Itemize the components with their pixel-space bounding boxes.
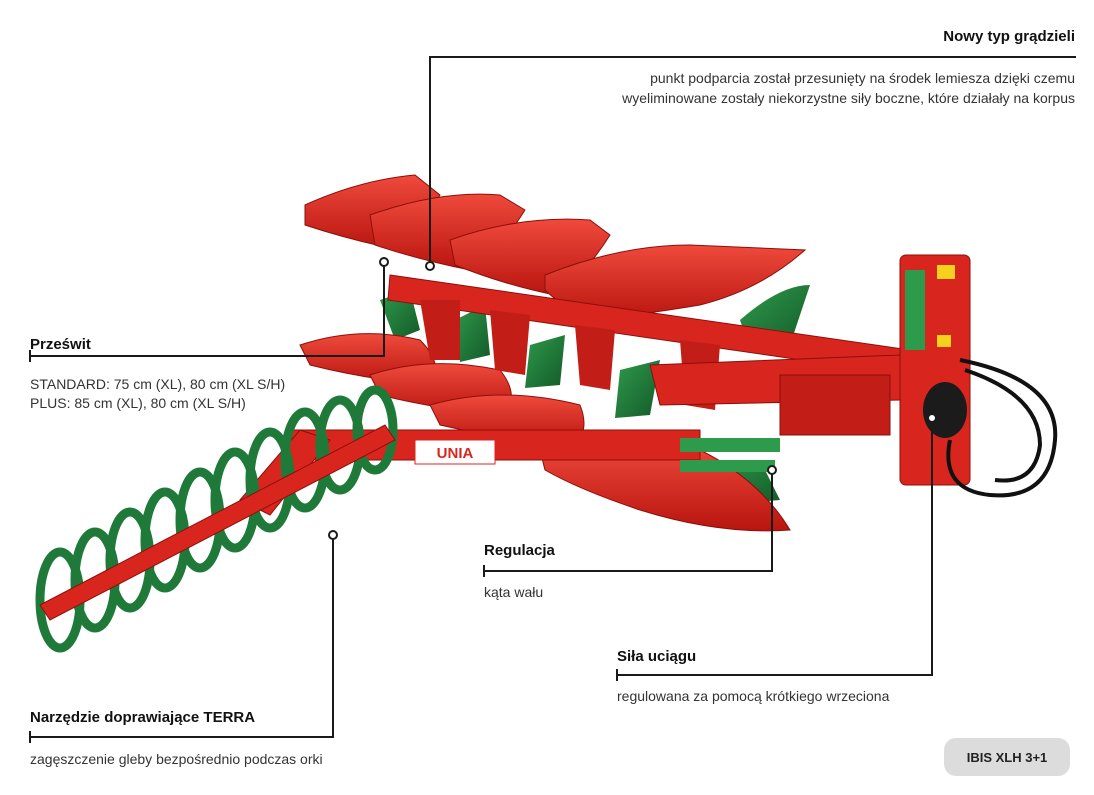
frame	[387, 274, 911, 436]
tool-callout-title: Narzędzie doprawiające TERRA	[30, 709, 256, 726]
tool-callout-line-1: zagęszczenie gleby bezpośrednio podczas …	[30, 751, 323, 767]
beam-callout-line-1: punkt podparcia został przesunięty na śr…	[650, 70, 1075, 86]
clearance-callout-line-2: PLUS: 85 cm (XL), 80 cm (XL S/H)	[30, 395, 246, 411]
beam-callout-title: Nowy typ grądzieli	[943, 28, 1075, 45]
beam-callout-line-2: wyeliminowane zostały niekorzystne siły …	[622, 90, 1075, 106]
clearance-callout-title: Prześwit	[30, 336, 91, 353]
clearance-callout-line-1: STANDARD: 75 cm (XL), 80 cm (XL S/H)	[30, 376, 286, 392]
adjustment-callout-title: Regulacja	[484, 542, 555, 559]
upper-mouldboards	[304, 174, 807, 321]
model-badge: IBIS XLH 3+1	[944, 738, 1070, 776]
logo-text: UNIA	[437, 445, 474, 462]
roller-axle	[39, 424, 396, 621]
draft-callout-line-1: regulowana za pomocą krótkiego wrzeciona	[617, 688, 890, 704]
leader-lines	[29, 56, 1076, 743]
draft-callout-title: Siła uciągu	[617, 648, 697, 665]
headstock	[899, 254, 1058, 498]
adjustment-callout-line-1: kąta wału	[484, 584, 544, 600]
lower-mouldboards	[299, 333, 791, 532]
